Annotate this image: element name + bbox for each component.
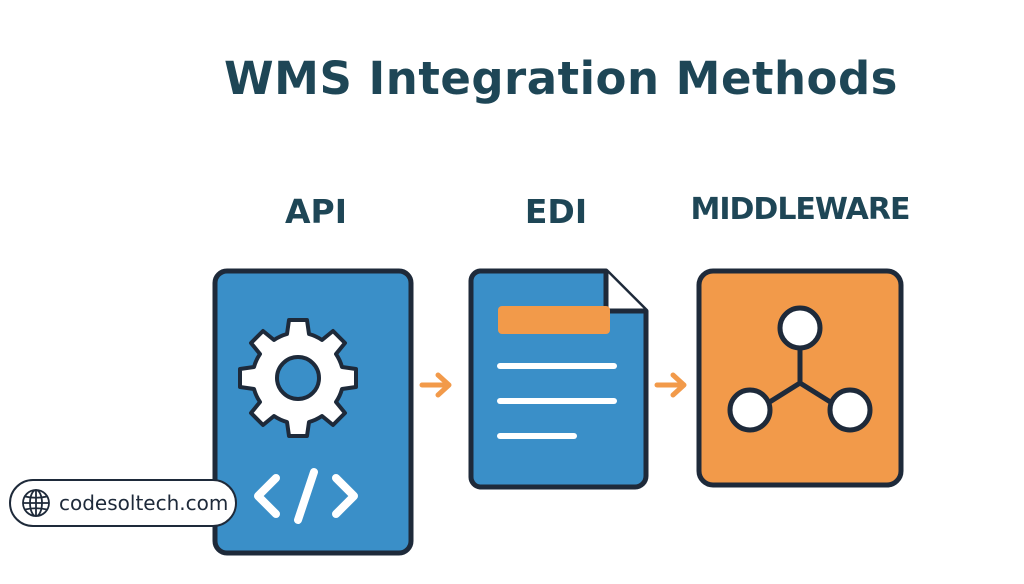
api-label: API	[284, 192, 347, 231]
network-hub-icon	[727, 305, 873, 433]
edi-panel	[468, 268, 650, 490]
code-brackets-icon	[254, 468, 358, 524]
middleware-panel	[696, 268, 904, 488]
arrow-right-icon	[654, 372, 687, 398]
watermark-badge: codesoltech.com	[9, 479, 237, 527]
document-icon	[468, 268, 649, 490]
middleware-label: MIDDLEWARE	[690, 192, 911, 227]
globe-icon	[22, 489, 50, 517]
page-title: WMS Integration Methods	[224, 52, 898, 105]
edi-label: EDI	[524, 192, 588, 231]
api-panel	[212, 268, 414, 556]
arrow-right-icon	[419, 372, 452, 398]
gear-icon	[238, 318, 358, 438]
watermark-text: codesoltech.com	[59, 491, 229, 515]
